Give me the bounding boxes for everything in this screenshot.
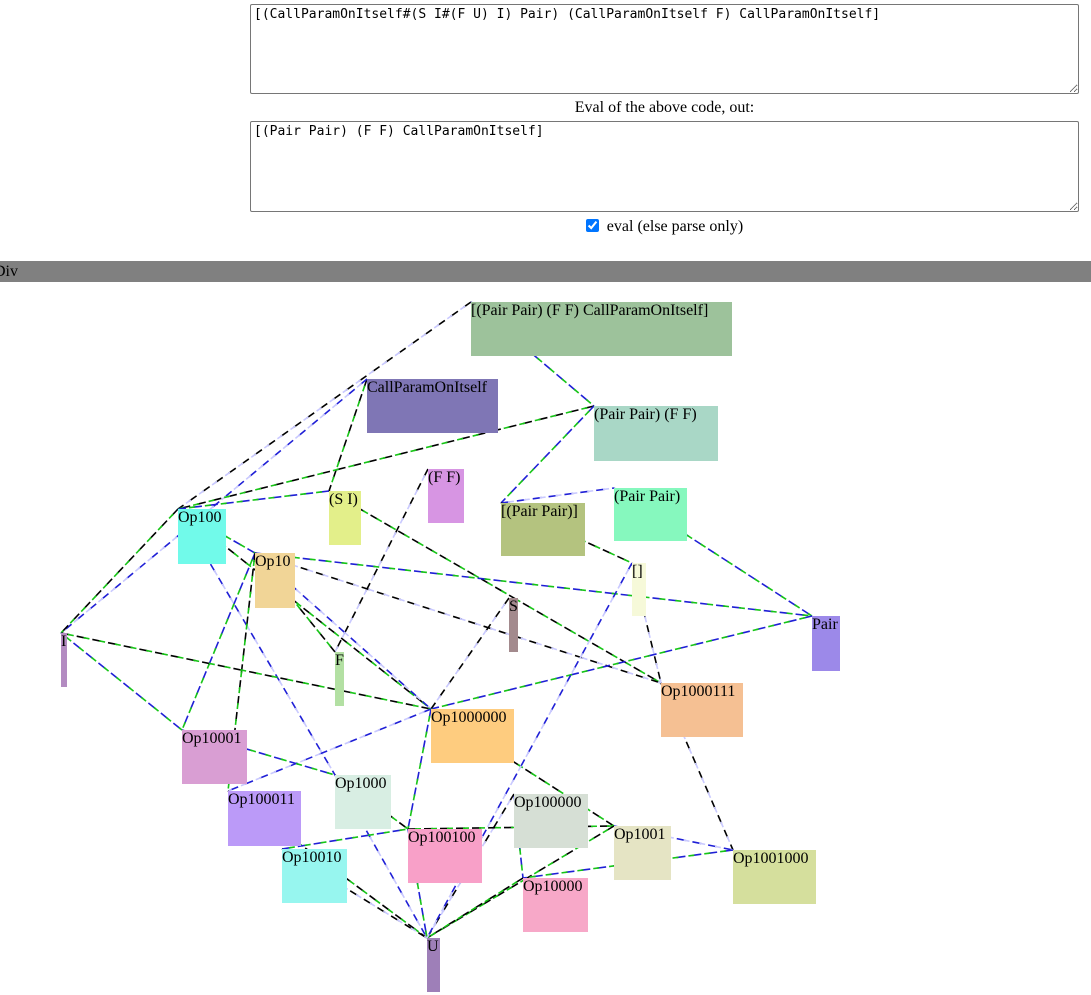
eval-checkbox-label[interactable]: eval (else parse only)	[606, 218, 744, 235]
graph-edge	[60, 378, 368, 634]
graph-edge	[254, 552, 662, 684]
graph-node: [(Pair Pair) (F F) CallParamOnItself]	[471, 302, 732, 356]
graph-node: Op1001	[614, 826, 671, 880]
graph-edge	[334, 774, 409, 830]
graph-node: [(Pair Pair)]	[501, 503, 585, 556]
graph-edge	[181, 552, 256, 731]
graph-node: Op1001000	[733, 850, 816, 904]
graph-edge	[500, 405, 595, 504]
graph-node: Op10000	[523, 878, 588, 932]
graph-edge	[426, 877, 524, 939]
graph-edge	[430, 615, 813, 710]
graph-node: Op1000111	[661, 683, 743, 737]
graph-node: Op10010	[282, 849, 347, 903]
graph-node: (S I)	[329, 491, 361, 545]
eval-option: eval (else parse only)	[250, 218, 1079, 236]
graph-node: Op10001	[182, 730, 247, 784]
graph-panel-header: nDiv	[0, 261, 1091, 282]
graph-node: (F F)	[428, 469, 464, 523]
graph-node: (Pair Pair) (F F)	[594, 406, 718, 461]
graph-edge	[177, 405, 595, 510]
graph-edge	[328, 490, 662, 684]
graph-edge	[177, 301, 472, 510]
graph-edge	[227, 708, 432, 792]
graph-node: []	[632, 563, 646, 616]
graph-node: Op100	[178, 509, 226, 564]
graph-node: Op100011	[228, 791, 301, 846]
output-label: Eval of the above code, out:	[574, 99, 755, 116]
graph-node: U	[427, 938, 440, 992]
graph-node: Pair	[812, 616, 840, 671]
code-output[interactable]: [(Pair Pair) (F F) CallParamOnItself]	[250, 121, 1079, 212]
graph-edge	[334, 468, 429, 653]
graph-edge	[430, 597, 510, 710]
graph-node: Op100100	[408, 829, 482, 883]
graph-node: Op10	[255, 553, 295, 608]
graph-node: Op1000	[335, 775, 391, 829]
graph-edge	[254, 552, 813, 617]
graph-node: Op100000	[514, 794, 588, 848]
eval-checkbox[interactable]	[585, 219, 599, 232]
graph-edge	[281, 828, 409, 850]
graph-node: S	[509, 598, 518, 652]
graph-edge	[660, 682, 734, 851]
graph-node: Op1000000	[431, 709, 514, 763]
graph-panel-title: nDiv	[0, 263, 18, 280]
graph-edge	[407, 708, 432, 830]
graph-edge	[328, 378, 368, 492]
graph-node: CallParamOnItself	[367, 379, 498, 433]
graph-edge	[500, 487, 615, 504]
graph-node: F	[335, 652, 344, 706]
graph-node: I	[61, 633, 67, 687]
graph-edge	[334, 774, 428, 939]
graph-edge	[177, 490, 330, 510]
graph-edge	[60, 508, 179, 634]
graph-edge	[60, 632, 183, 731]
graph-node: (Pair Pair)	[614, 488, 687, 541]
graph-edge	[60, 632, 432, 710]
code-input[interactable]: [(CallParamOnItself#(S I#(F U) I) Pair) …	[250, 4, 1079, 94]
